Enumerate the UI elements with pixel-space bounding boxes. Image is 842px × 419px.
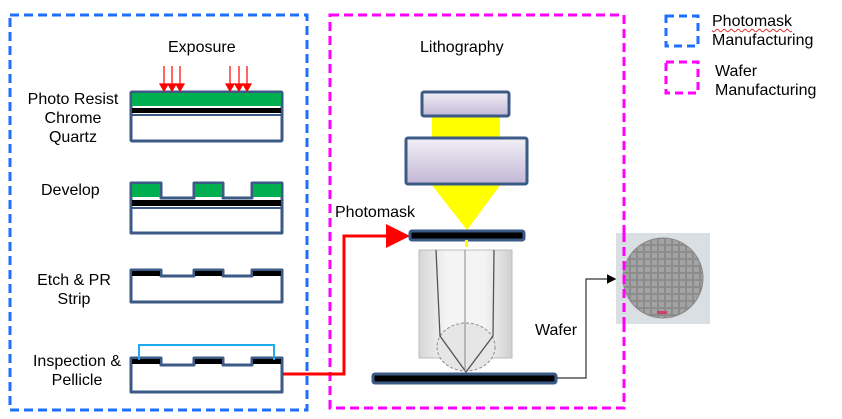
legend-swatch-wafer: [664, 60, 700, 95]
photomask-flow-arrow: [283, 224, 410, 376]
step-inspection-label: Inspection & Pellicle: [24, 352, 130, 390]
label-etch-pr: Etch & PR: [37, 272, 111, 289]
photomask-plate: [408, 229, 526, 242]
label-pellicle: Pellicle: [51, 372, 103, 389]
exposure-title: Exposure: [168, 39, 236, 56]
exposure-stack: [129, 90, 284, 143]
photomask-label: Photomask: [335, 204, 416, 221]
step-etch-label: Etch & PR Strip: [26, 271, 122, 309]
legend-wafer-line2: Manufacturing: [715, 82, 817, 99]
pellicle-stack: [129, 344, 284, 394]
light-beam-cone: [431, 184, 501, 230]
chrome-layer: [132, 108, 281, 113]
etch-stack: [129, 268, 284, 304]
light-beam-upper: [432, 115, 500, 137]
light-beam-through-mask: [465, 240, 468, 247]
legend-photomask-line1: Photomask: [712, 13, 793, 30]
step-exposure-label: Photo Resist Chrome Quartz: [18, 90, 128, 147]
condenser-lens-bottom: [404, 136, 529, 186]
photo-resist-layer: [132, 93, 281, 106]
wafer-flow-arrow: [557, 274, 617, 379]
lithography-title: Lithography: [420, 39, 504, 56]
label-photo-resist: Photo Resist: [27, 91, 119, 108]
wafer-stage: [371, 372, 558, 385]
legend-item-photomask: Photomask Manufacturing: [712, 12, 813, 50]
label-chrome: Chrome: [44, 110, 102, 127]
legend-photomask-line2: Manufacturing: [712, 32, 814, 49]
develop-stack: [129, 181, 284, 235]
photomask-panel-border: [8, 13, 309, 412]
legend-swatch-photomask: [664, 14, 700, 48]
label-inspection: Inspection &: [32, 353, 122, 370]
label-quartz: Quartz: [48, 129, 97, 146]
pellicle-frame: [138, 344, 275, 360]
condenser-lens-top: [420, 90, 511, 118]
legend-wafer-line1: Wafer: [715, 63, 758, 80]
legend-item-wafer: Wafer Manufacturing: [715, 62, 816, 100]
wafer-label: Wafer: [535, 322, 578, 339]
wafer-photo: [616, 233, 710, 324]
projection-objective: [418, 249, 513, 374]
label-strip: Strip: [57, 291, 91, 308]
wafer-panel-border: [328, 13, 626, 410]
step-develop-label: Develop: [41, 182, 100, 199]
exposure-arrows: [158, 66, 253, 93]
